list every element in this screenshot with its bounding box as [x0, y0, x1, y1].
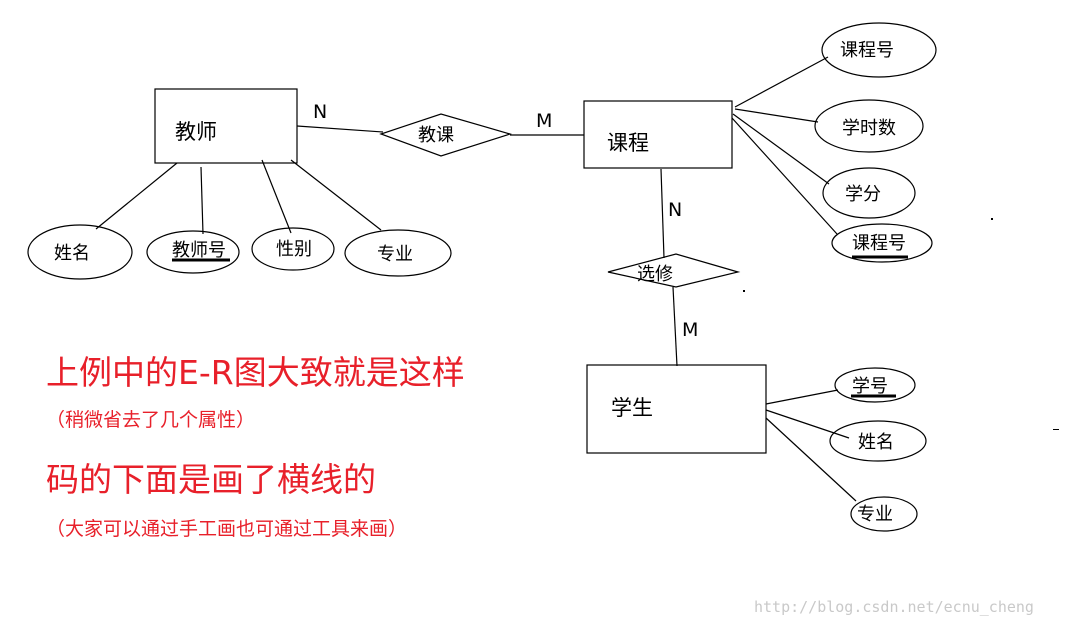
stray-dot: [1053, 429, 1059, 430]
attr-course-code-label: 课程号: [840, 40, 894, 61]
entity-student-label: 学生: [611, 396, 653, 420]
edge-student-id: [765, 389, 839, 405]
edge-teacher-gender: [261, 159, 292, 234]
edge-course-hours: [734, 108, 819, 123]
note-line-3: 码的下面是画了横线的: [46, 460, 376, 499]
attr-course-code-ellipse: [821, 22, 937, 78]
attr-student-major-ellipse: [850, 496, 918, 532]
edge-course-code: [734, 56, 829, 108]
edge-course-codekey: [731, 117, 838, 235]
attr-student-name-ellipse: [829, 420, 927, 462]
edge-student-major: [765, 417, 857, 502]
relationship-teaches-label: 教课: [418, 125, 454, 146]
attr-course-credit-label: 学分: [845, 184, 881, 205]
attr-student-id-label: 学号: [852, 376, 888, 397]
cardinality-teacher-n: N: [313, 101, 327, 123]
edge-teacher-id: [200, 166, 204, 235]
attr-course-codekey-ellipse: [831, 223, 933, 263]
edge-teacher-name: [95, 162, 178, 230]
cardinality-course-n: N: [668, 199, 682, 221]
relationship-elective-label: 选修: [637, 264, 673, 285]
attr-teacher-gender-label: 性别: [276, 239, 312, 260]
attr-student-name-label: 姓名: [858, 432, 894, 453]
stray-dot: [743, 290, 745, 292]
relationship-elective-diamond: [607, 253, 741, 288]
attr-teacher-id-label: 教师号: [172, 240, 226, 261]
watermark-url: http://blog.csdn.net/ecnu_cheng: [754, 598, 1034, 616]
attr-student-major-label: 专业: [857, 504, 893, 525]
attr-teacher-name-label: 姓名: [54, 243, 90, 264]
note-line-4: （大家可以通过手工画也可通过工具来画）: [46, 518, 408, 540]
entity-teacher-label: 教师: [175, 120, 217, 144]
stray-dot: [991, 218, 993, 220]
attr-course-hours-label: 学时数: [842, 118, 896, 139]
attr-teacher-major-label: 专业: [377, 244, 413, 265]
edge-elective-student: [672, 286, 678, 367]
attr-teacher-name-ellipse: [27, 224, 133, 280]
edge-student-name: [765, 409, 850, 439]
note-line-2: （稍微省去了几个属性）: [46, 409, 256, 431]
note-line-1: 上例中的E-R图大致就是这样: [46, 353, 465, 392]
cardinality-course-m: M: [536, 110, 552, 132]
attr-student-id-ellipse: [834, 367, 916, 403]
cardinality-student-m: M: [682, 319, 698, 341]
attr-teacher-gender-ellipse: [251, 227, 335, 271]
entity-student-box: [586, 364, 767, 454]
attr-course-codekey-label: 课程号: [852, 233, 906, 254]
edge-teacher-teaches: [296, 125, 384, 133]
attr-teacher-id-ellipse: [146, 230, 240, 274]
edge-course-elective: [660, 168, 665, 259]
edge-teacher-major: [290, 159, 382, 231]
entity-course-label: 课程: [607, 131, 649, 155]
entity-teacher-box: [154, 88, 298, 164]
relationship-teaches-diamond: [379, 113, 513, 157]
entity-course-box: [583, 100, 733, 169]
attr-course-credit-ellipse: [822, 167, 916, 219]
attr-course-hours-ellipse: [814, 99, 924, 153]
attr-teacher-major-ellipse: [344, 229, 452, 277]
edge-course-credit: [732, 113, 830, 185]
